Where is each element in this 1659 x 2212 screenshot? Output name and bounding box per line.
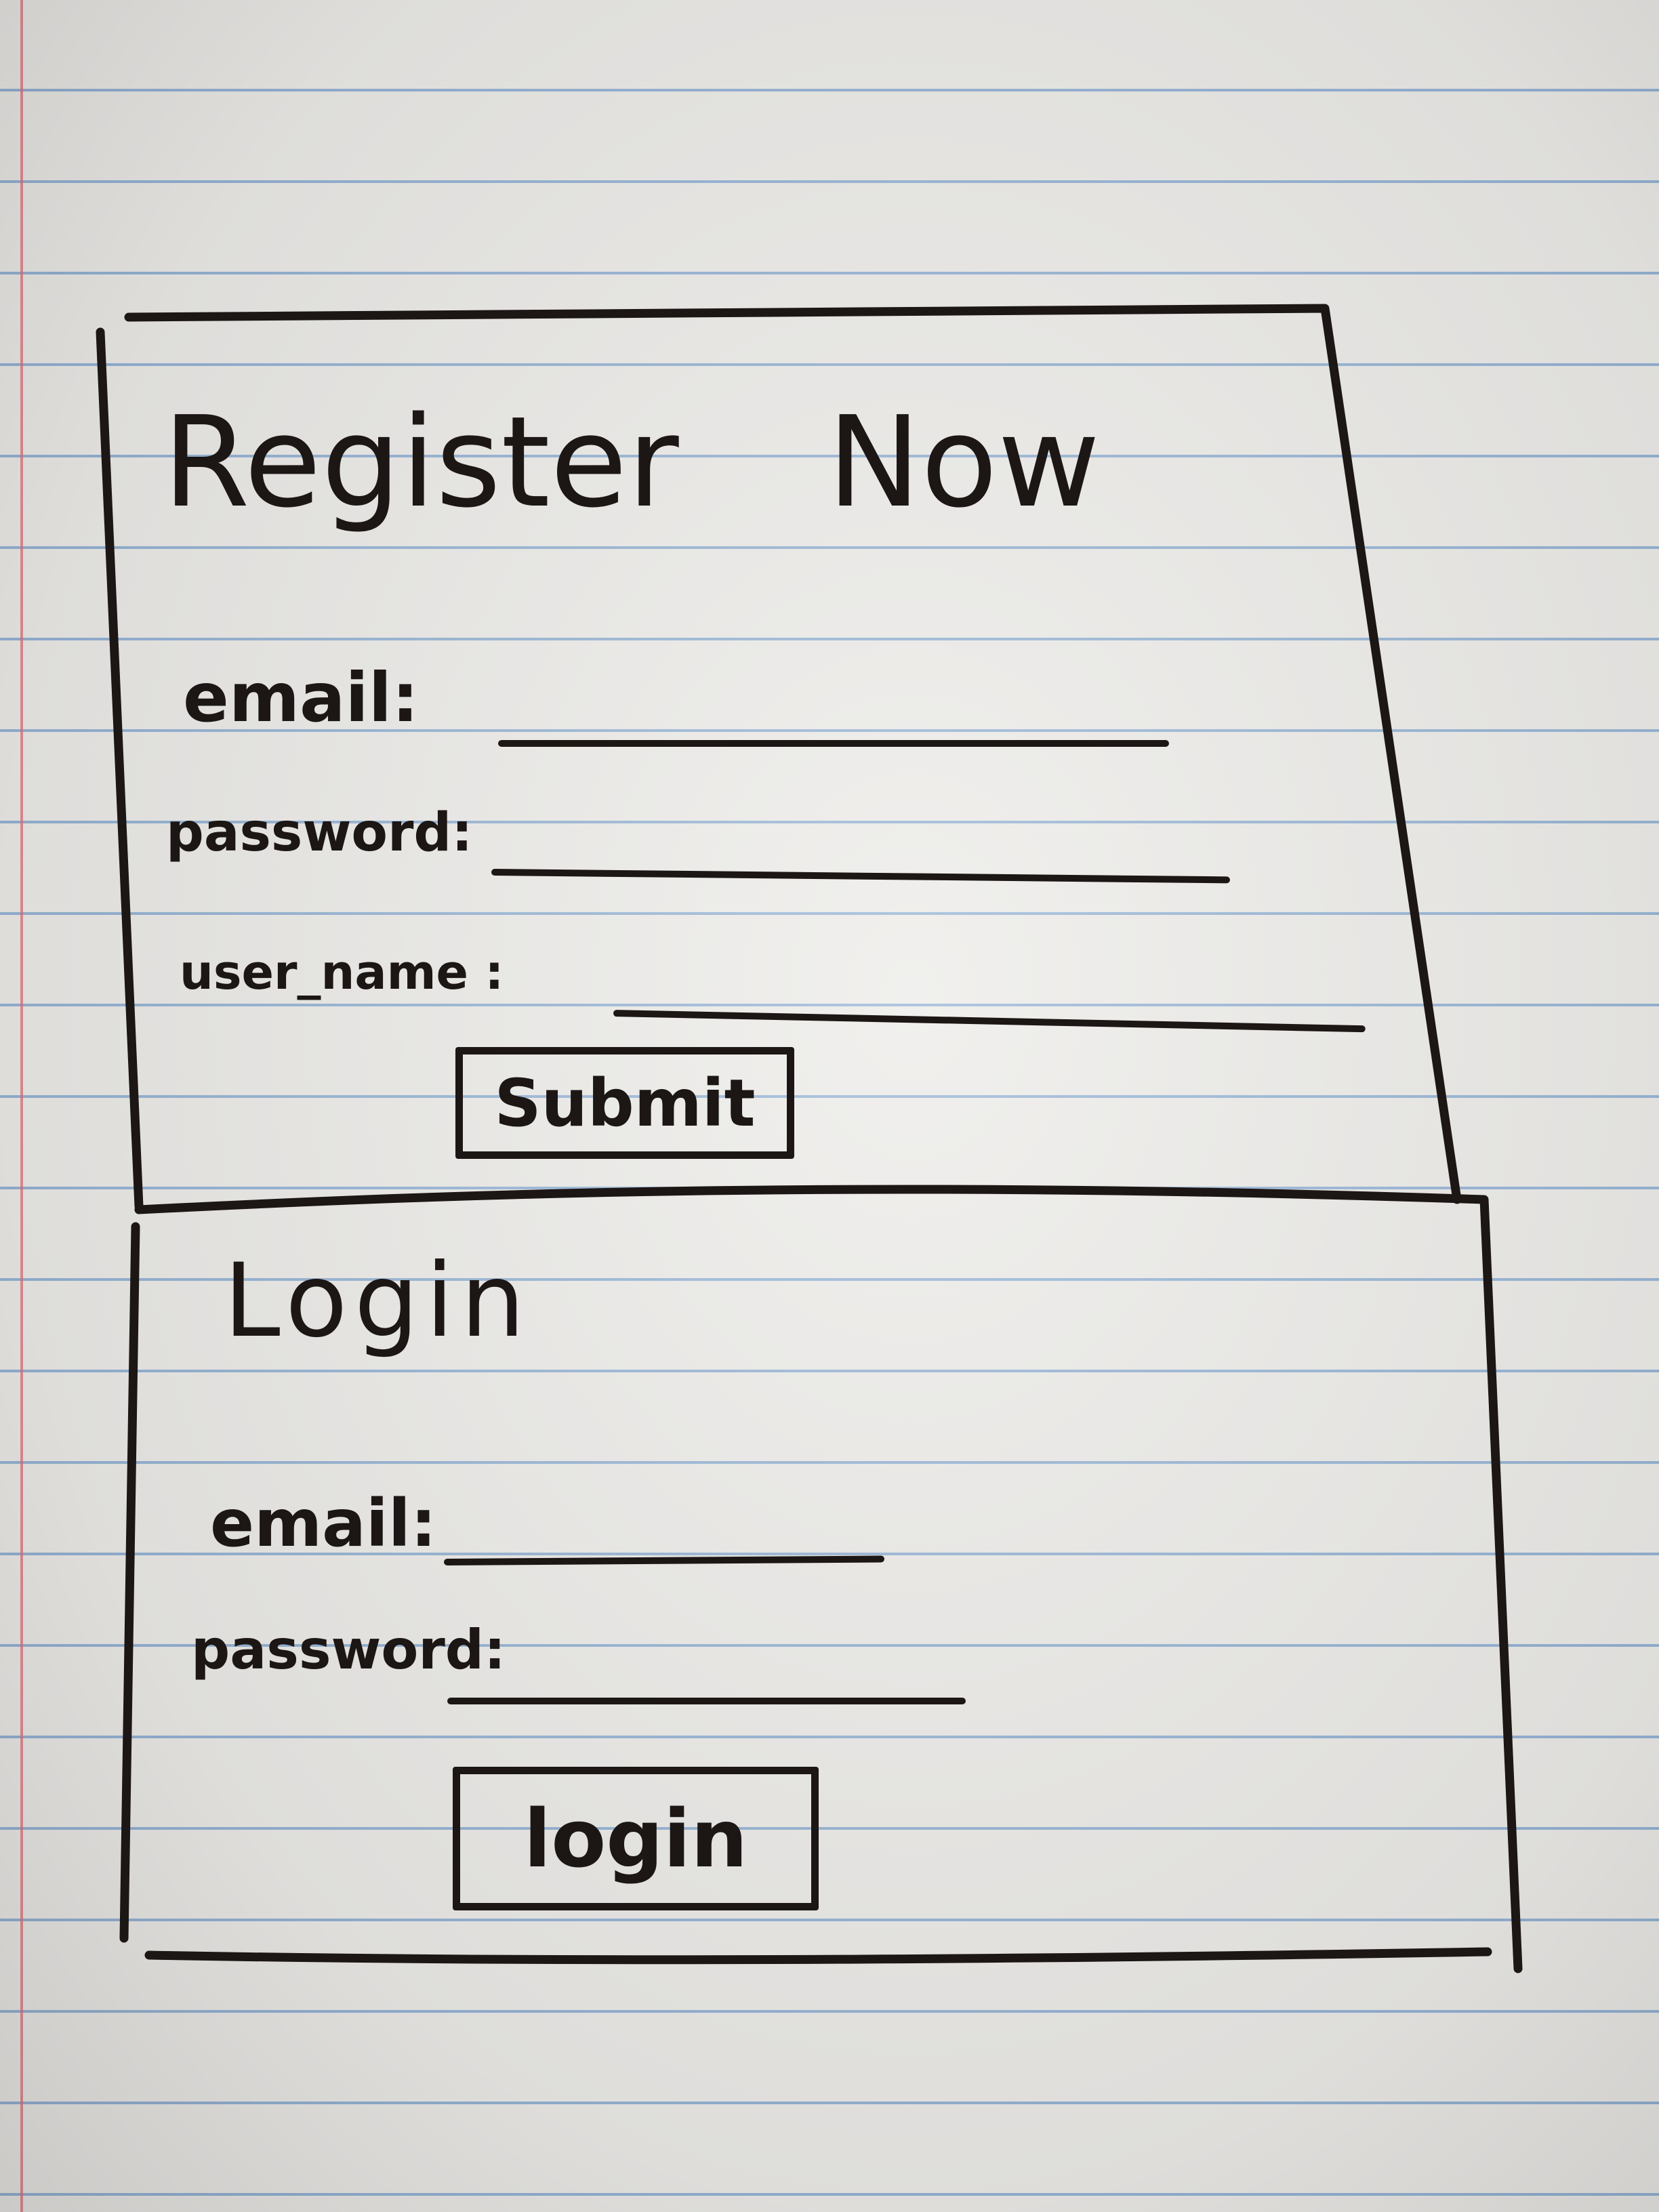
- login-panel-bottom-edge: [144, 1947, 1492, 1965]
- login-email-label: email:: [210, 1486, 437, 1561]
- login-password-input[interactable]: [447, 1664, 968, 1699]
- register-email-label: email:: [183, 658, 419, 737]
- register-email-underline: [498, 740, 1169, 747]
- register-panel-left-edge: [96, 327, 144, 1211]
- register-password-label: password:: [166, 802, 473, 863]
- login-submit-button[interactable]: login: [453, 1767, 819, 1910]
- login-submit-label: login: [523, 1792, 748, 1885]
- login-panel-left-edge: [119, 1222, 140, 1943]
- register-password-input[interactable]: [491, 834, 1233, 869]
- register-username-input[interactable]: [613, 976, 1368, 1011]
- login-panel-border: [134, 1185, 1523, 1973]
- register-username-label: user_name :: [180, 945, 504, 1000]
- login-password-underline: [447, 1698, 966, 1704]
- register-submit-label: Submit: [494, 1065, 756, 1141]
- register-submit-button[interactable]: Submit: [455, 1047, 794, 1159]
- login-title: Login: [224, 1242, 532, 1360]
- register-title: Register Now: [163, 389, 1101, 535]
- register-panel-border: [124, 304, 1462, 1204]
